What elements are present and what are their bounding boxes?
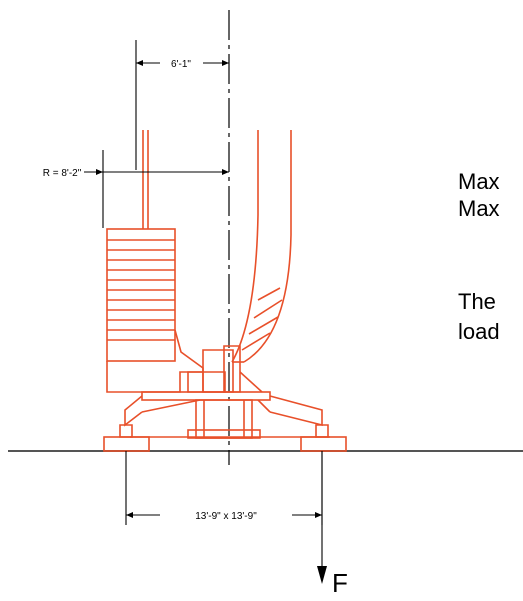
boom-hatch-1 — [257, 287, 281, 301]
boom-inner — [243, 130, 292, 363]
outrigger-right — [269, 395, 323, 427]
dimensions — [84, 40, 327, 584]
side-text-line-3: The — [458, 289, 496, 314]
upper-deck — [141, 391, 271, 401]
pad-right — [300, 436, 347, 452]
pad-left — [103, 436, 150, 452]
offset-dimension-label: 6'-1" — [171, 59, 191, 70]
side-text-line-2: Max — [458, 196, 500, 221]
force-label: F — [332, 568, 348, 598]
boom-foot-bracket — [223, 345, 241, 393]
side-text-line-1: Max — [458, 169, 500, 194]
crane-drawing — [103, 130, 347, 452]
side-text-line-4: load — [458, 319, 500, 344]
counterweight-slabs — [107, 239, 175, 341]
boom-outer — [231, 130, 259, 363]
center-box-bottom — [187, 429, 261, 439]
boom-hatch-4 — [241, 332, 271, 351]
radius-dimension-label: R = 8'-2" — [43, 168, 82, 179]
boom-foot-arm — [239, 371, 263, 393]
cab — [187, 371, 226, 393]
outrigger-right-low — [257, 399, 271, 413]
jack-left — [119, 424, 133, 438]
jack-right — [315, 424, 329, 438]
counterweight — [106, 228, 176, 362]
outrigger-left — [124, 395, 143, 427]
boom-hatch-3 — [248, 316, 279, 335]
force-arrow-head — [317, 566, 327, 584]
footprint-dimension-label: 13'-9" x 13'-9" — [195, 511, 257, 522]
boom-hatch-2 — [253, 299, 283, 319]
outrigger-left-low — [141, 399, 201, 413]
